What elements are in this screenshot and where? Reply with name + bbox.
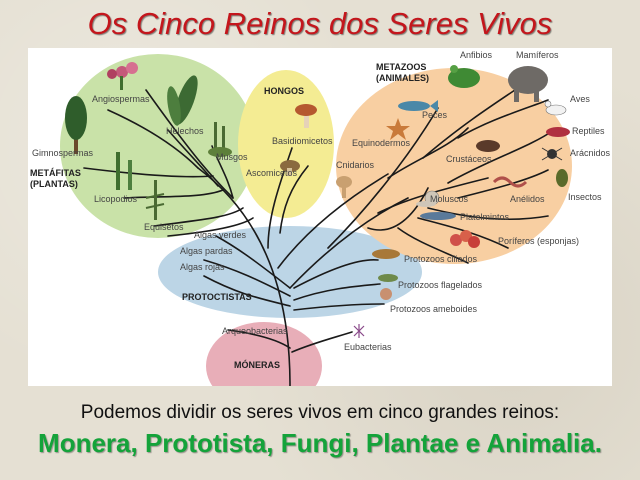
fern-icon — [167, 75, 198, 126]
metazoos-region — [336, 68, 572, 264]
protozoa-icon — [372, 249, 400, 300]
moneras-region — [206, 322, 322, 386]
label-eubacterias: Eubacterias — [344, 342, 392, 352]
label-gimnospermas: Gimnospermas — [32, 148, 94, 158]
label-protozoos-ameboides: Protozoos ameboides — [390, 304, 478, 314]
metazoos-heading-line1: METAZOOS — [376, 62, 427, 72]
label-aracnidos: Arácnidos — [570, 148, 611, 158]
cnidarian-icon — [336, 176, 352, 198]
licopodio-icon — [116, 152, 132, 190]
label-reptiles: Reptiles — [572, 126, 605, 136]
fish-icon — [398, 100, 438, 112]
protoctistas-region — [158, 226, 422, 318]
crustacean-icon — [476, 140, 500, 152]
reptile-icon — [546, 127, 570, 137]
label-peces: Peces — [422, 110, 448, 120]
label-anelidos: Anélidos — [510, 194, 545, 204]
equiseto-icon — [145, 180, 165, 220]
diagram-canvas — [60, 54, 572, 386]
label-licopodios: Licopodios — [94, 194, 138, 204]
plantas-region — [60, 54, 256, 238]
tree-of-life-diagram: METÁFITAS (PLANTAS) HONGOS METAZOOS (ANI… — [28, 48, 612, 386]
label-protozoos-flagelados: Protozoos flagelados — [398, 280, 483, 290]
label-equisetos: Equisetos — [144, 222, 184, 232]
label-musgos: Musgos — [216, 152, 248, 162]
metazoos-heading: METAZOOS (ANIMALES) — [376, 62, 429, 84]
elephant-icon — [508, 66, 548, 102]
moss-icon — [208, 122, 232, 157]
label-anfibios: Anfibios — [460, 50, 493, 60]
snail-icon — [416, 190, 440, 207]
tree-icon — [65, 96, 87, 154]
label-mamiferos: Mamíferos — [516, 50, 559, 60]
moneras-heading: MÓNERAS — [234, 360, 281, 370]
label-moluscos: Moluscos — [430, 194, 469, 204]
label-cnidarios: Cnidarios — [336, 160, 375, 170]
label-algas-pardas: Algas pardas — [180, 246, 233, 256]
protoctistas-heading: PROTOCTISTAS — [182, 292, 252, 302]
plantas-heading-line2: (PLANTAS) — [30, 179, 78, 189]
label-insectos: Insectos — [568, 192, 602, 202]
label-angiospermas: Angiospermas — [92, 94, 150, 104]
label-basidiomicetos: Basidiomicetos — [272, 136, 333, 146]
slide-subtitle: Podemos dividir os seres vivos em cinco … — [80, 402, 560, 423]
ascomycete-icon — [280, 160, 300, 176]
metazoos-heading-line2: (ANIMALES) — [376, 73, 429, 83]
label-algas-rojas: Algas rojas — [180, 262, 225, 272]
plantas-heading-line1: METÁFITAS — [30, 168, 81, 178]
label-poriferos: Poríferos (esponjas) — [498, 236, 580, 246]
flower-icon — [107, 62, 138, 90]
insect-icon — [556, 169, 568, 187]
label-equinodermos: Equinodermos — [352, 138, 411, 148]
label-arqueobacterias: Arqueobacterias — [222, 326, 288, 336]
worm-icon — [492, 176, 528, 188]
label-helechos: Helechos — [166, 126, 204, 136]
slide-title: Os Cinco Reinos dos Seres Vivos — [87, 6, 553, 41]
bird-icon — [544, 100, 567, 116]
bacteria-icon — [353, 324, 365, 338]
plantas-heading: METÁFITAS (PLANTAS) — [30, 168, 81, 190]
label-aves: Aves — [570, 94, 590, 104]
flatworm-icon — [420, 212, 456, 220]
kingdoms-list: Monera, Prototista, Fungi, Plantae e Ani… — [38, 428, 602, 458]
starfish-icon — [386, 118, 410, 140]
label-protozoos-ciliados: Protozoos ciliados — [404, 254, 478, 264]
sponge-icon — [450, 230, 480, 248]
label-platelmintos: Platelmintos — [460, 212, 510, 222]
spider-icon — [541, 147, 563, 161]
label-algas-verdes: Algas verdes — [194, 230, 247, 240]
hongos-heading: HONGOS — [264, 86, 305, 96]
label-ascomicetos: Ascomicetos — [246, 168, 298, 178]
label-crustaceos: Crustáceos — [446, 154, 492, 164]
mushroom-icon — [295, 104, 317, 128]
frog-icon — [448, 65, 480, 88]
